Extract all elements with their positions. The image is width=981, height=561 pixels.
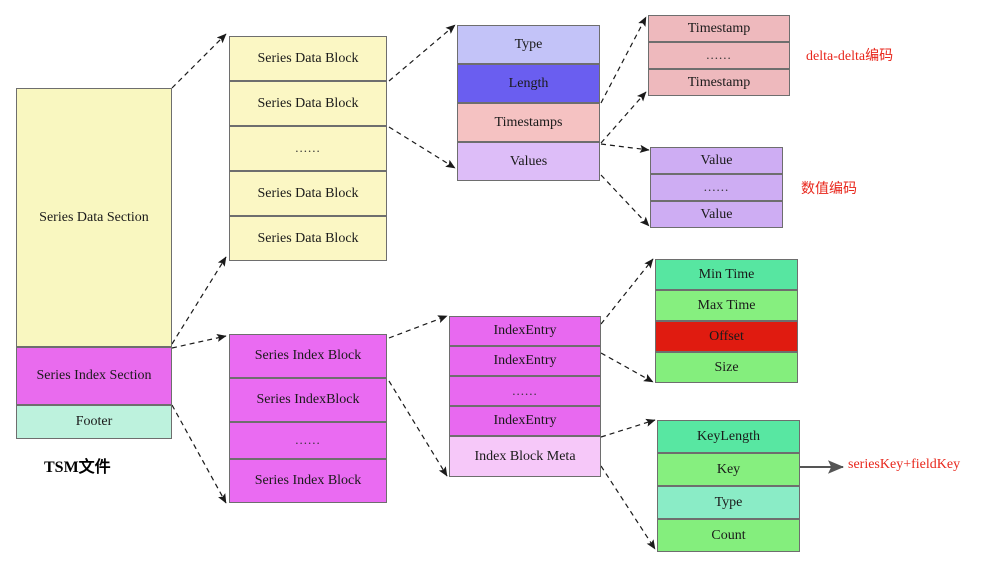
data-block-timestamps-label: Timestamps bbox=[494, 114, 563, 130]
series-index-block-ellipsis: ...... bbox=[229, 422, 387, 459]
index-entry-offset-label: Offset bbox=[709, 328, 744, 344]
arrow-meta-to-detail-top bbox=[600, 418, 656, 438]
index-entry-3: IndexEntry bbox=[449, 406, 601, 436]
meta-key-length: KeyLength bbox=[657, 420, 800, 453]
arrow-values-to-detail-bottom bbox=[600, 174, 650, 227]
arrow-data-block-to-detail-bottom bbox=[388, 126, 456, 169]
data-block-length-label: Length bbox=[508, 75, 549, 91]
series-index-block-3-label: Series Index Block bbox=[254, 473, 362, 489]
index-entry-max-time-label: Max Time bbox=[697, 297, 756, 313]
index-block-meta-label: Index Block Meta bbox=[474, 448, 576, 464]
data-block-type: Type bbox=[457, 25, 600, 64]
data-block-length: Length bbox=[457, 64, 600, 103]
value-entry-1: Value bbox=[650, 147, 783, 174]
index-entry-min-time-label: Min Time bbox=[698, 266, 755, 282]
meta-key-label: Key bbox=[716, 461, 741, 477]
meta-key-length-label: KeyLength bbox=[697, 428, 760, 444]
arrow-data-section-to-blocks-top bbox=[171, 33, 227, 89]
meta-count: Count bbox=[657, 519, 800, 552]
index-entry-size: Size bbox=[655, 352, 798, 383]
series-data-block-3-label: Series Data Block bbox=[257, 185, 359, 201]
tsm-footer: Footer bbox=[16, 405, 172, 439]
arrow-meta-to-detail-bottom bbox=[600, 465, 656, 550]
index-entry-min-time: Min Time bbox=[655, 259, 798, 290]
value-entry-1-label: Value bbox=[700, 152, 733, 168]
series-index-block-1: Series Index Block bbox=[229, 334, 387, 378]
arrow-timestamps-to-detail-top bbox=[600, 16, 647, 104]
series-index-block-ellipsis-label: ...... bbox=[295, 432, 321, 448]
data-block-timestamps: Timestamps bbox=[457, 103, 600, 142]
index-entry-size-label: Size bbox=[714, 359, 739, 375]
timestamp-entry-1: Timestamp bbox=[648, 15, 790, 42]
timestamp-entry-ellipsis-label: ...... bbox=[706, 47, 732, 63]
series-data-block-2: Series Data Block bbox=[229, 81, 387, 126]
data-block-values-label: Values bbox=[509, 153, 548, 169]
arrow-values-to-detail-top bbox=[600, 143, 650, 153]
index-entry-max-time: Max Time bbox=[655, 290, 798, 321]
series-data-block-ellipsis-label: ...... bbox=[295, 140, 321, 156]
index-entry-1-label: IndexEntry bbox=[493, 323, 557, 339]
index-entry-1: IndexEntry bbox=[449, 316, 601, 346]
series-index-block-2: Series IndexBlock bbox=[229, 378, 387, 422]
series-data-block-2-label: Series Data Block bbox=[257, 95, 359, 111]
data-block-type-label: Type bbox=[514, 36, 543, 52]
value-entry-2-label: Value bbox=[700, 206, 733, 222]
tsm-series-data-section-label: Series Data Section bbox=[39, 209, 149, 225]
meta-type-label: Type bbox=[714, 494, 743, 510]
value-entry-ellipsis: ...... bbox=[650, 174, 783, 201]
tsm-series-data-section: Series Data Section bbox=[16, 88, 172, 347]
annotation-numeric-encoding: 数值编码 bbox=[801, 182, 857, 197]
tsm-series-index-section-label: Series Index Section bbox=[36, 368, 152, 384]
index-entry-offset: Offset bbox=[655, 321, 798, 352]
meta-key: Key bbox=[657, 453, 800, 486]
annotation-delta-delta: delta-delta编码 bbox=[806, 49, 894, 64]
arrow-indexentry-to-detail-bottom bbox=[600, 352, 654, 383]
series-index-block-3: Series Index Block bbox=[229, 459, 387, 503]
arrow-indexentry-to-detail-top bbox=[600, 258, 654, 325]
meta-type: Type bbox=[657, 486, 800, 519]
tsm-series-index-section: Series Index Section bbox=[16, 347, 172, 405]
series-data-block-4-label: Series Data Block bbox=[257, 230, 359, 246]
index-entry-2: IndexEntry bbox=[449, 346, 601, 376]
series-index-block-1-label: Series Index Block bbox=[254, 348, 362, 364]
arrow-index-section-to-blocks-top bbox=[171, 333, 227, 349]
index-entry-ellipsis-label: ...... bbox=[512, 382, 538, 398]
arrow-data-section-to-blocks-bottom bbox=[171, 256, 227, 345]
value-entry-2: Value bbox=[650, 201, 783, 228]
tsm-footer-label: Footer bbox=[75, 414, 113, 430]
value-entry-ellipsis-label: ...... bbox=[703, 179, 730, 195]
index-entry-2-label: IndexEntry bbox=[493, 353, 557, 369]
tsm-file-caption: TSM文件 bbox=[44, 459, 111, 476]
series-data-block-1: Series Data Block bbox=[229, 36, 387, 81]
arrow-index-block-to-entries-top bbox=[388, 315, 448, 339]
index-entry-3-label: IndexEntry bbox=[493, 413, 557, 429]
meta-count-label: Count bbox=[711, 527, 746, 543]
timestamp-entry-2: Timestamp bbox=[648, 69, 790, 96]
series-data-block-1-label: Series Data Block bbox=[257, 50, 359, 66]
timestamp-entry-1-label: Timestamp bbox=[687, 20, 751, 36]
index-block-meta: Index Block Meta bbox=[449, 436, 601, 477]
arrow-timestamps-to-detail-bottom bbox=[600, 91, 647, 144]
series-data-block-ellipsis: ...... bbox=[229, 126, 387, 171]
data-block-values: Values bbox=[457, 142, 600, 181]
series-data-block-4: Series Data Block bbox=[229, 216, 387, 261]
index-entry-ellipsis: ...... bbox=[449, 376, 601, 406]
series-data-block-3: Series Data Block bbox=[229, 171, 387, 216]
arrow-index-block-to-entries-bottom bbox=[388, 380, 448, 477]
arrow-footer-to-index-blocks-bottom bbox=[171, 404, 227, 504]
timestamp-entry-ellipsis: ...... bbox=[648, 42, 790, 69]
timestamp-entry-2-label: Timestamp bbox=[687, 74, 751, 90]
series-index-block-2-label: Series IndexBlock bbox=[256, 392, 360, 408]
arrow-data-block-to-detail-top bbox=[388, 24, 456, 82]
annotation-series-key-field-key: seriesKey+fieldKey bbox=[848, 457, 961, 472]
